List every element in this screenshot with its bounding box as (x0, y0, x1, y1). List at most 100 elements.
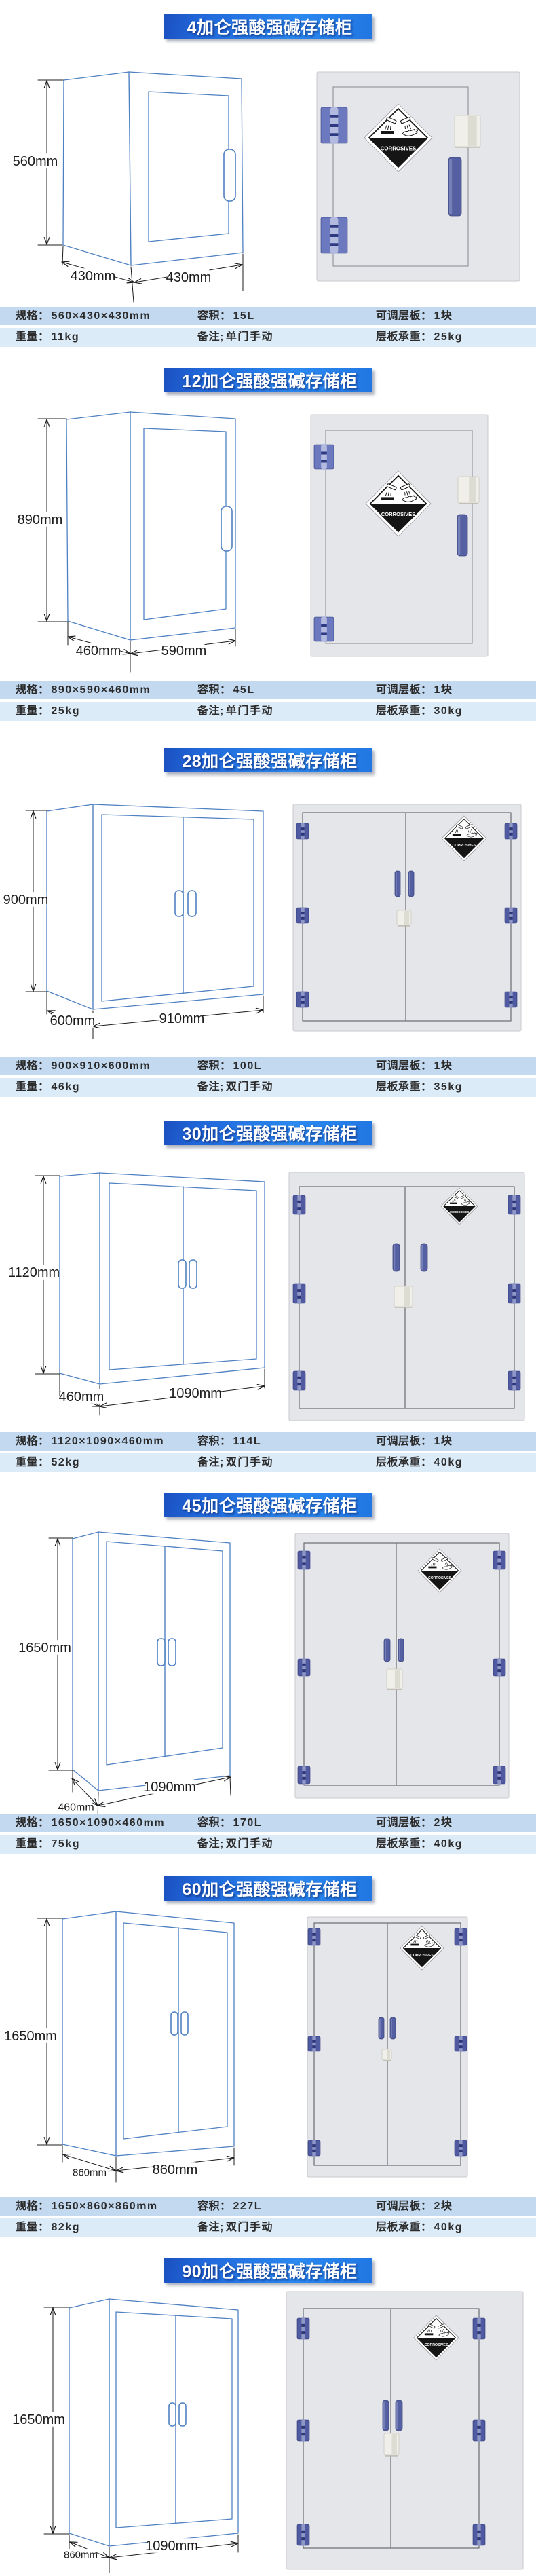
hinge-icon (296, 2419, 310, 2442)
spec-cell-value: 52kg (51, 1457, 80, 1468)
hinge-knuckle (301, 2419, 305, 2442)
spec-cell: 规格：1650×860×860mm (16, 2197, 158, 2216)
hinge-notch (301, 996, 305, 999)
cabinet-body (286, 2291, 524, 2570)
arrowhead-icon (134, 282, 142, 284)
hinge-knuckle (302, 1550, 306, 1570)
hinge-notch (477, 2537, 481, 2541)
hinge-notch (301, 2425, 305, 2429)
spec-cell-value: 1块 (434, 310, 453, 322)
hinge-knuckle (477, 2317, 481, 2340)
corrosion-pictogram-icon (449, 1195, 470, 1206)
hinge-notch (301, 2530, 305, 2533)
hinge-icon (296, 991, 309, 1008)
spec-cell: 重量：25kg (16, 702, 80, 720)
hinge-icon (307, 2140, 321, 2157)
hinge-notch (330, 243, 339, 246)
hinge-icon (504, 907, 518, 924)
arrowhead-icon (61, 261, 69, 267)
arrowhead-icon (223, 1775, 231, 1778)
corrosives-diamond: CORROSIVES (440, 1187, 478, 1225)
spec-cell-value: 1650×860×860mm (51, 2201, 158, 2212)
spec-cell-value: 单门手动 (225, 705, 273, 717)
spec-cell-value: 25kg (51, 705, 80, 717)
dim-label-bg (72, 268, 114, 283)
arrowhead-icon (67, 636, 75, 641)
dim-label-bg (154, 2162, 196, 2177)
hinge-knuckle (512, 1283, 516, 1304)
arrowhead-icon (46, 2137, 50, 2145)
spec-cell-value: 82kg (51, 2222, 80, 2233)
arrowhead-icon (126, 282, 135, 284)
arrowhead-icon (57, 1538, 61, 1546)
dimension-label: 430mm (166, 270, 212, 285)
spec-cell-value: 900×910×600mm (51, 1060, 151, 1072)
arrowhead-icon (255, 1007, 264, 1011)
hinge-icon (297, 1658, 311, 1677)
diamond-bottom-half (444, 838, 484, 858)
spec-cell-value: 45L (233, 684, 255, 696)
hinge-knuckle (497, 1766, 501, 1785)
hinge-notch (302, 1556, 306, 1559)
arrowhead-icon (43, 1176, 47, 1184)
hinge-notch (497, 1663, 501, 1666)
corrosives-diamond: CORROSIVES (413, 2315, 459, 2361)
arrowhead-icon (92, 1022, 100, 1027)
dimension-label: 910mm (159, 1011, 205, 1026)
spec-cell: 备注;单门手动 (197, 328, 273, 346)
spec-cell-label: 可调层板： (376, 1060, 432, 1072)
spec-cell: 容积：45L (197, 681, 255, 699)
hinge-knuckle (321, 616, 327, 642)
wireframe-front-edge (128, 71, 132, 266)
dimension-label: 1650mm (12, 2412, 65, 2427)
hinge-notch (512, 1200, 516, 1203)
hinge-knuckle (297, 1370, 301, 1391)
spec-cell-value: 2块 (434, 2201, 453, 2212)
dimension-label: 460mm (76, 643, 121, 658)
spec-cell-value: 35kg (434, 1081, 463, 1093)
corrosion-pictogram-icon (381, 483, 418, 502)
spec-cell-value: 单门手动 (225, 331, 273, 343)
spec-cell-label: 层板承重： (376, 1457, 432, 1468)
arrowhead-icon (94, 1798, 98, 1806)
spec-cell-label: 容积： (197, 310, 231, 322)
hinge-notch (497, 1771, 501, 1774)
section-title-banner: 60加仑强酸强碱存储柜 (164, 1876, 372, 1901)
spec-cell: 规格：900×910×600mm (16, 1057, 151, 1075)
dim-label-bg (161, 1011, 203, 1026)
door-handle (383, 1638, 391, 1662)
spec-cell-label: 容积： (197, 1436, 231, 1447)
arrowhead-icon (230, 2541, 239, 2544)
hinge-notch (512, 1376, 516, 1379)
hinge-knuckle (312, 1928, 316, 1946)
corrosives-diamond: CORROSIVES (400, 1926, 444, 1971)
arrowhead-icon (30, 984, 34, 992)
arrowhead-icon (40, 1366, 44, 1374)
spec-cell-label: 备注; (197, 1838, 224, 1850)
hinge-icon (472, 2524, 486, 2546)
hinge-icon (313, 444, 334, 470)
spec-cell-value: 1块 (434, 1060, 453, 1072)
spec-cell: 重量：82kg (16, 2218, 80, 2237)
spec-cell: 重量：11kg (16, 328, 79, 346)
arrowhead-icon (50, 2307, 54, 2315)
dimension-line (62, 2154, 117, 2171)
door-handle (392, 1243, 400, 1272)
spec-cell-label: 备注; (197, 2222, 224, 2233)
dim-label-bg (168, 269, 210, 284)
diamond-inner-border (369, 474, 427, 533)
spec-cell-value: 100L (233, 1060, 262, 1072)
hinge-icon (292, 1283, 306, 1304)
hinge-icon (454, 2036, 467, 2052)
hinge-notch (301, 827, 305, 831)
dim-label-bg (9, 1265, 58, 1280)
dim-label-bg (52, 1013, 94, 1028)
hinge-icon (296, 907, 309, 924)
